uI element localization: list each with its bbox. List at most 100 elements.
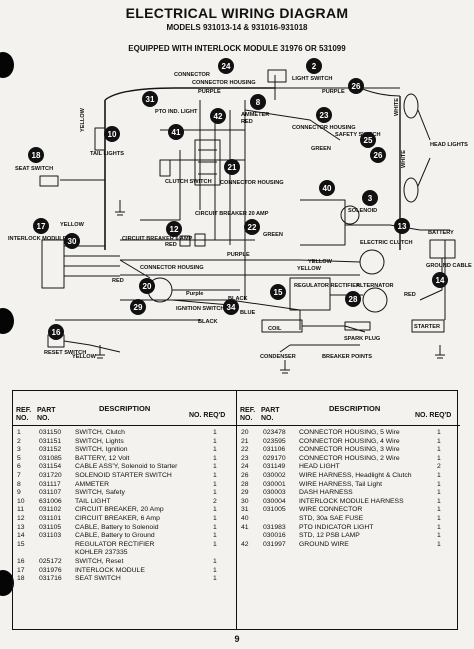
callout-2: 2	[312, 62, 317, 71]
callout-18-shape	[28, 147, 44, 163]
electric-clutch-shape	[359, 249, 385, 275]
cell-qty: 1	[437, 523, 441, 531]
label-connector-housing-3: CONNECTOR HOUSING	[220, 180, 284, 186]
label-yellow-4: YELLOW	[297, 266, 322, 272]
callout-30-shape	[64, 233, 80, 249]
callout-21: 21	[228, 163, 237, 172]
wire-safety	[244, 109, 341, 141]
cell-part-no: 030003	[263, 489, 286, 497]
label-yellow-1: YELLOW	[80, 107, 86, 132]
callout-24: 24	[222, 62, 231, 71]
cell-ref-no: 41	[241, 523, 249, 531]
cell-description: CONNECTOR HOUSING, 4 Wire	[299, 437, 400, 445]
callout-41-shape	[168, 124, 184, 140]
cell-description: STD, 30a SAE FUSE	[299, 514, 364, 522]
wire-ground-cable	[419, 258, 443, 301]
label-purple-2: PURPLE	[322, 89, 345, 95]
label-seat-switch: SEAT SWITCH	[15, 166, 53, 172]
label-purple-3: PURPLE	[227, 252, 250, 258]
header-qty-right: NO. REQ'D	[415, 412, 452, 419]
equipped-subtitle: EQUIPPED WITH INTERLOCK MODULE 31976 OR …	[128, 44, 346, 53]
wire-top-harness	[104, 87, 275, 101]
cell-qty: 1	[437, 429, 441, 436]
binder-hole-bottom	[0, 570, 14, 596]
cell-description: DASH HARNESS	[299, 489, 353, 497]
cell-qty: 1	[213, 480, 217, 488]
cell-description: REGULATOR RECTIFIER	[75, 540, 155, 548]
header-description: DESCRIPTION	[99, 404, 151, 413]
callout-28: 28	[349, 295, 358, 304]
label-connector-housing-top: CONNECTOR HOUSING	[192, 80, 256, 86]
cell-part-no: 030001	[263, 480, 286, 488]
cell-part-no: 031997	[263, 540, 286, 548]
ground-symbol-2	[280, 360, 290, 374]
callout-13-shape	[394, 218, 410, 234]
label-connector-housing-4: CONNECTOR HOUSING	[140, 265, 204, 271]
cell-ref-no: 6	[17, 463, 21, 471]
cell-qty: 1	[213, 446, 217, 454]
wire-center-bundle	[199, 100, 231, 245]
cell-ref-no: 12	[17, 514, 25, 522]
cell-part-no: 031149	[263, 463, 286, 471]
cell-description: BATTERY, 12 Volt	[75, 454, 130, 462]
label-interlock-module: INTERLOCK MODULE	[8, 236, 67, 242]
cell-description: PTO INDICATOR LIGHT	[299, 523, 374, 531]
label-light-switch: LIGHT SWITCH	[292, 76, 332, 82]
cell-qty: 1	[213, 514, 217, 522]
cell-qty: 1	[213, 506, 217, 514]
callout-22a-shape	[244, 219, 260, 235]
cell-ref-no: 21	[241, 437, 249, 445]
seat-switch-shape	[39, 175, 59, 187]
wiring-diagram: 24 2 31 42 8 26 10 41 23 25 26 18 21 40 …	[8, 58, 472, 374]
cell-part-no: 031105	[39, 523, 62, 531]
alternator-shape	[362, 287, 388, 313]
cell-qty: 1	[437, 540, 441, 548]
callout-15: 15	[274, 288, 283, 297]
cell-part-no: 031720	[39, 471, 62, 479]
cell-part-no: 031151	[39, 437, 62, 445]
ground-symbol-3	[435, 345, 445, 359]
label-black-2: BLACK	[198, 319, 218, 325]
callout-23-shape	[316, 107, 332, 123]
cell-qty: 1	[437, 506, 441, 514]
callout-8: 8	[256, 98, 261, 107]
parts-list-right-column: REF. NO. PART NO. DESCRIPTION NO. REQ'D …	[236, 391, 460, 629]
cell-qty: 1	[437, 454, 441, 462]
cell-description: KOHLER 237335	[75, 549, 128, 557]
label-yellow-3: YELLOW	[308, 259, 333, 265]
callout-26a: 26	[352, 82, 361, 91]
cell-part-no: 023595	[263, 437, 286, 445]
callout-29-shape	[130, 299, 146, 315]
cell-qty: 1	[213, 454, 217, 462]
cell-description: SWITCH, Reset	[75, 557, 124, 565]
cell-description: CABLE, Battery to Ground	[75, 532, 155, 540]
cell-qty: 1	[437, 489, 441, 497]
callout-2-shape	[306, 58, 322, 74]
callout-26a-shape	[348, 78, 364, 94]
callout-23: 23	[320, 111, 329, 120]
callout-13: 13	[398, 222, 407, 231]
cell-qty: 1	[437, 480, 441, 488]
cell-description: SEAT SWITCH	[75, 575, 121, 583]
cell-description: SWITCH, Safety	[75, 489, 125, 497]
label-circuit-breaker-6: CIRCUIT BREAKER 6 AMP	[122, 236, 193, 242]
cell-description: GROUND WIRE	[299, 540, 349, 548]
pto-light-shape	[159, 159, 171, 177]
cell-description: HEAD LIGHT	[299, 463, 340, 471]
callout-10-shape	[104, 126, 120, 142]
cell-part-no: 031716	[39, 575, 62, 583]
binder-hole-middle	[0, 308, 14, 334]
circuit-breaker-20-shape	[179, 235, 191, 247]
callout-10: 10	[108, 130, 117, 139]
callout-3: 3	[368, 194, 373, 203]
cell-ref-no: 24	[241, 463, 249, 471]
